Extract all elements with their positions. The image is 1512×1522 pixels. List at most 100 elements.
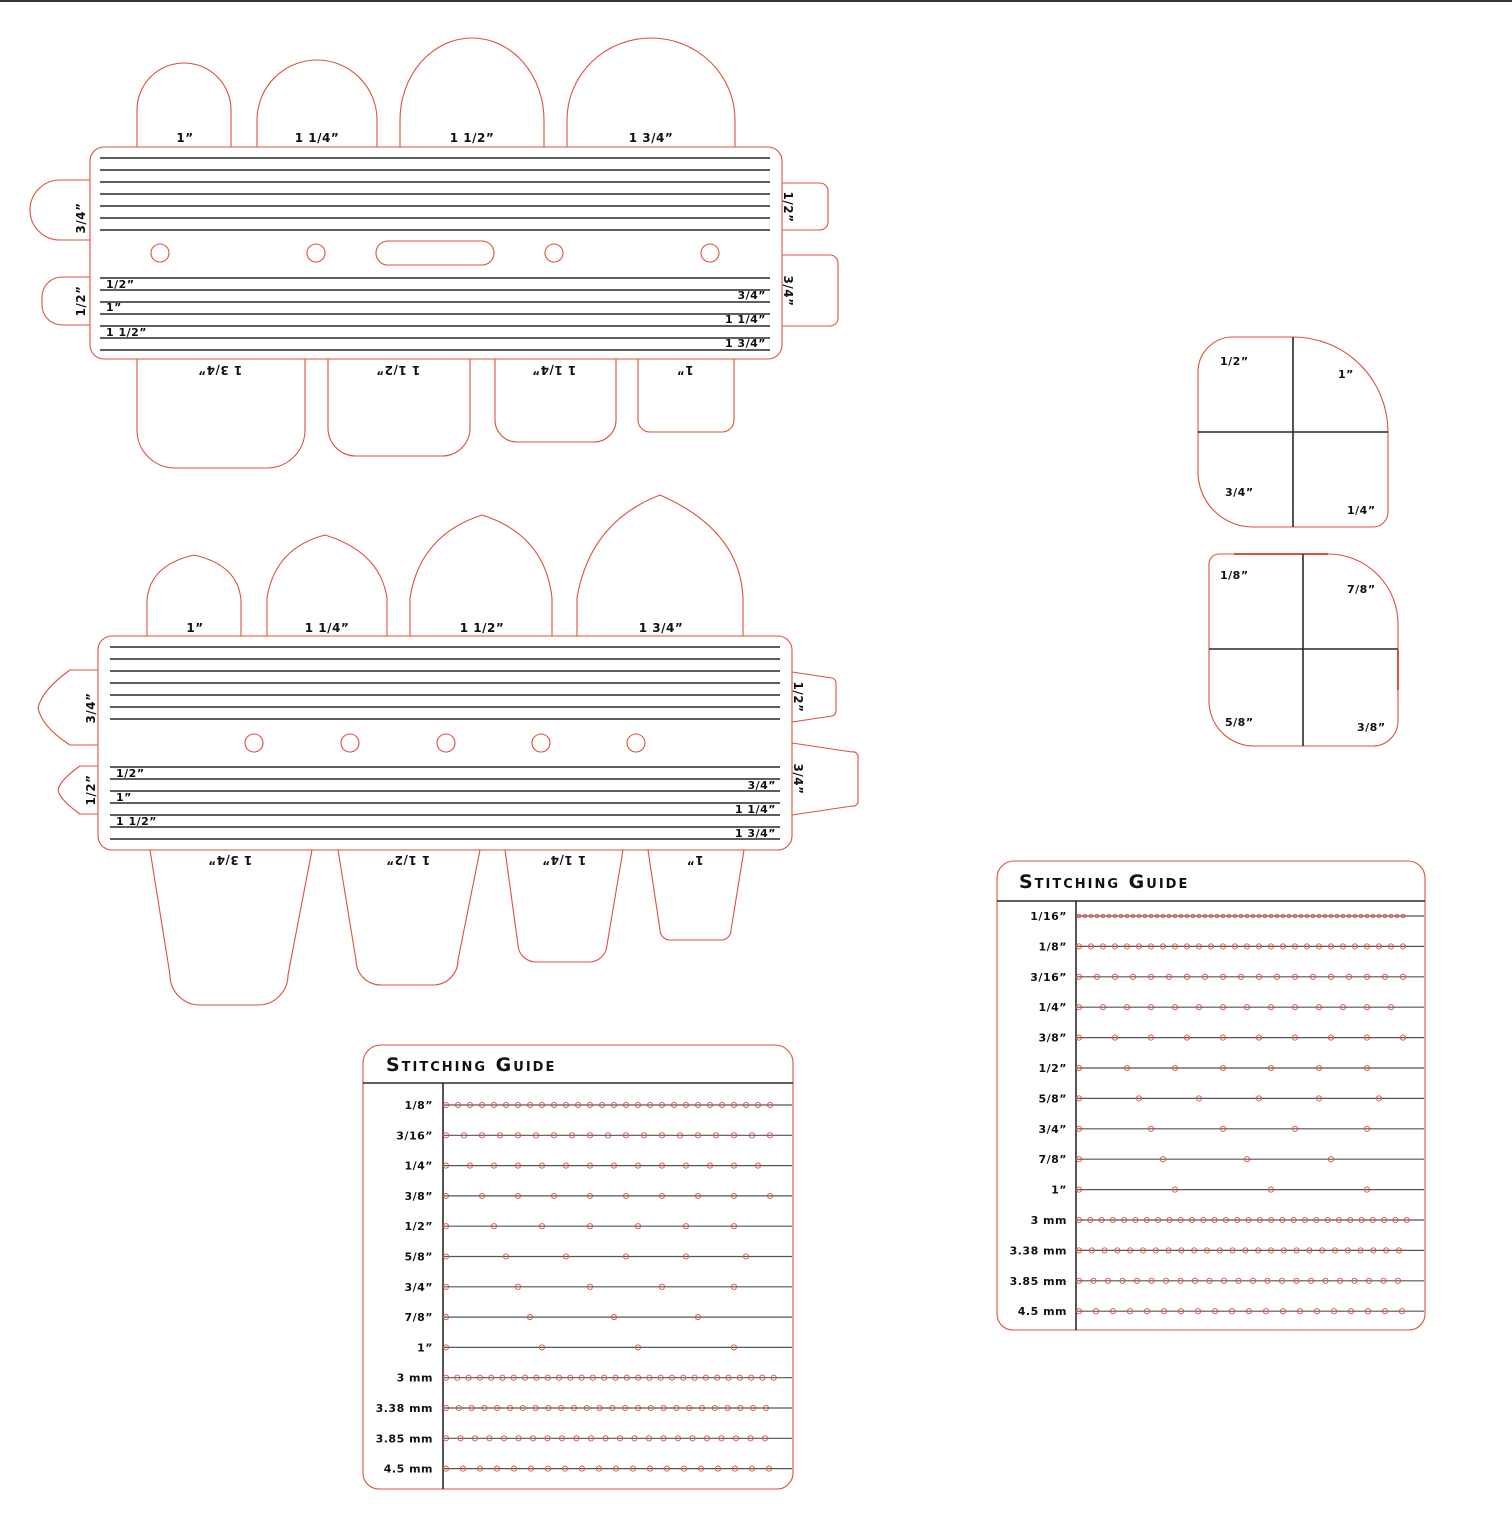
stitch-hole: [1147, 1125, 1155, 1132]
stitch-hole: [558, 1404, 565, 1412]
stitch-hole: [1255, 943, 1263, 950]
stitch-hole: [1340, 913, 1346, 919]
stitch-hole: [1293, 1277, 1300, 1284]
stitch-hole: [586, 1223, 594, 1230]
stitch-hole: [610, 1314, 618, 1321]
stitch-hole: [1399, 973, 1407, 980]
stitch-label: 5/8”: [404, 1251, 433, 1264]
stitch-hole: [634, 1404, 642, 1412]
stitch-hole: [578, 1465, 586, 1472]
stitch-hole: [490, 1101, 498, 1109]
stitch-hole: [1313, 1308, 1321, 1315]
stitch-hole: [1219, 1034, 1227, 1041]
stitch-hole: [1195, 1004, 1203, 1011]
stitch-hole: [1234, 1216, 1241, 1224]
stitch-hole: [682, 1101, 690, 1109]
stitch-hole: [1357, 1247, 1364, 1254]
stitch-hole: [1291, 1125, 1299, 1132]
stitch-hole: [1075, 1186, 1083, 1193]
stitch-hole: [1363, 943, 1371, 950]
stitch-hole: [526, 1101, 534, 1109]
stitch-hole: [586, 1162, 594, 1169]
stitch-hole: [478, 1192, 486, 1199]
stitch-hole: [544, 1435, 551, 1442]
stitch-hole: [1160, 913, 1166, 919]
stitch-hole: [1143, 1308, 1151, 1315]
stitch-hole: [694, 1192, 702, 1199]
stitch-hole: [500, 1435, 508, 1442]
stitch-hole: [1219, 973, 1227, 980]
stitch-hole: [466, 1101, 474, 1109]
stitch-hole: [1255, 1095, 1263, 1102]
stitch-hole: [514, 1192, 522, 1199]
stitch-hole: [1387, 1004, 1395, 1011]
stitch-hole: [1382, 913, 1388, 919]
offset-label: 3/4”: [737, 289, 766, 302]
bottom-tab: [149, 849, 313, 1006]
stitch-hole: [502, 1101, 510, 1109]
stitch-hole: [1220, 1277, 1228, 1284]
stitch-hole: [1106, 913, 1112, 919]
edge-template-rounded: 1” 1 1/4” 1 1/2” 1 3/4” 1 3/4” 1 1/2” 1 …: [29, 37, 839, 469]
stitch-hole: [1399, 1034, 1407, 1041]
punch-hole: [306, 243, 326, 263]
stitch-hole: [634, 1101, 642, 1109]
tab-label: 1/2”: [781, 192, 795, 223]
stitch-label: 3 mm: [397, 1372, 433, 1385]
stitch-hole: [1313, 1216, 1320, 1224]
stitch-label: 1/4”: [404, 1160, 433, 1173]
punch-hole: [340, 733, 360, 753]
stitch-hole: [454, 1101, 462, 1109]
stitch-hole: [748, 1465, 756, 1472]
stitch-hole: [689, 1435, 696, 1442]
stitch-hole: [1364, 1308, 1372, 1315]
stitch-hole: [561, 1465, 569, 1472]
stitch-hole: [660, 1435, 667, 1442]
stitch-hole: [1267, 1186, 1275, 1193]
guide-title: Stitching Guide: [386, 1054, 556, 1076]
stitch-hole: [1369, 1216, 1376, 1224]
stitch-hole: [1267, 1247, 1275, 1254]
stitch-hole: [1100, 913, 1106, 919]
offset-label: 1”: [116, 791, 132, 804]
guide-outline: [362, 1044, 794, 1490]
stitch-hole: [476, 1465, 484, 1472]
tab-label: 1 1/4”: [305, 621, 350, 635]
stitch-hole: [1093, 973, 1101, 980]
punch-hole: [531, 733, 551, 753]
stitch-hole: [532, 1404, 539, 1412]
stitch-hole: [730, 1132, 738, 1139]
stitch-hole: [1279, 1216, 1286, 1224]
stitch-hole: [694, 1101, 702, 1109]
stitch-hole: [1336, 1277, 1344, 1284]
stitch-hole: [750, 1404, 757, 1412]
stitch-label: 1/2”: [404, 1220, 433, 1233]
stitch-hole: [1231, 943, 1239, 950]
stitch-hole: [1322, 1277, 1329, 1284]
stitch-hole: [1152, 1247, 1159, 1254]
ruler-lines: [100, 157, 770, 231]
stitch-hole: [1194, 1308, 1202, 1315]
stitch-hole: [1327, 973, 1335, 980]
stitch-hole: [1363, 1064, 1371, 1072]
stitch-label: 3/16”: [1030, 971, 1067, 984]
stitch-hole: [673, 1404, 680, 1412]
stitch-hole: [490, 1162, 498, 1169]
stitch-hole: [766, 1101, 774, 1109]
stitch-hole: [544, 1465, 552, 1472]
stitch-hole: [1327, 1156, 1335, 1163]
stitch-hole: [1183, 973, 1191, 980]
guide-title: Stitching Guide: [1019, 871, 1189, 893]
stitch-hole: [1310, 913, 1316, 919]
right-tab: [791, 742, 859, 816]
stitch-hole: [1238, 913, 1244, 919]
tab-label: 1”: [186, 621, 203, 635]
stitch-hole: [478, 1101, 486, 1109]
stitch-hole: [712, 1132, 720, 1139]
stitch-hole: [514, 1101, 522, 1109]
stitch-hole: [1178, 913, 1184, 919]
stitch-hole: [442, 1253, 450, 1260]
stitch-hole: [481, 1404, 488, 1412]
stitch-hole: [568, 1132, 576, 1139]
stitch-hole: [1316, 913, 1322, 919]
